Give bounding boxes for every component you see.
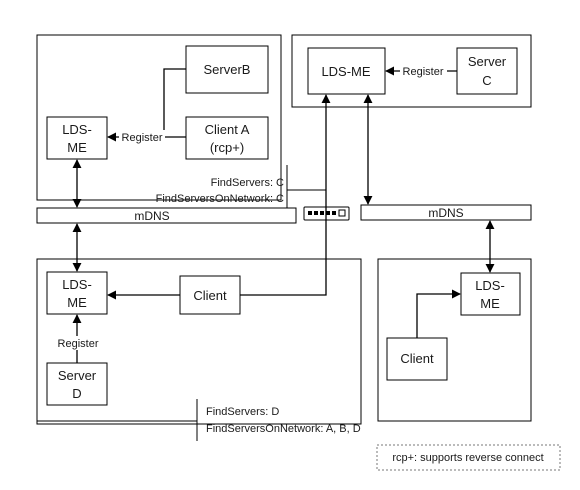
node-server-c-label-line2: C (482, 73, 491, 88)
group-box-top-left (36, 34, 282, 201)
network-switch-icon (303, 206, 350, 221)
node-lds-me-a-label-line1: LDS- (62, 122, 92, 137)
node-client-a (185, 116, 269, 160)
node-server-d (46, 362, 108, 406)
node-lds-me-a (46, 116, 108, 160)
node-client-e (386, 337, 448, 381)
edge-label-register-d: Register (58, 338, 99, 350)
node-lds-me-d-label-line2: ME (67, 295, 87, 310)
node-server-d-label-line1: Server (58, 368, 97, 383)
node-client-a-label-line1: Client A (205, 122, 250, 137)
group-box-top-right (291, 34, 532, 108)
group-box-bottom-right (377, 258, 532, 422)
node-lds-me-e-label-line1: LDS- (475, 278, 505, 293)
edge-label-register-c: Register (403, 66, 444, 78)
node-lds-me-c (307, 47, 386, 95)
node-lds-me-c-label: LDS-ME (321, 64, 370, 79)
node-client-mid-label: Client (193, 288, 227, 303)
node-server-d-label-line2: D (72, 386, 81, 401)
annotation-bottom-leader (36, 314, 197, 422)
mdns-bus-left-label: mDNS (134, 209, 169, 223)
node-server-b (185, 45, 269, 94)
node-client-e-label: Client (400, 351, 434, 366)
annotation-top-find-servers-on-network: FindServersOnNetwork: C (156, 193, 284, 205)
link-client-mid-to-switch (240, 190, 327, 296)
node-server-b-label: ServerB (204, 62, 251, 77)
node-lds-me-d (46, 271, 108, 315)
node-lds-me-e-label-line2: ME (480, 296, 500, 311)
node-lds-me-d-label-line1: LDS- (62, 277, 92, 292)
annotation-top-find-servers: FindServers: C (211, 177, 284, 189)
annotation-bottom-find-servers-on-network: FindServersOnNetwork: A, B, D (206, 423, 361, 435)
node-lds-me-e (460, 272, 521, 316)
node-server-c (456, 47, 518, 95)
edge-label-register-a: Register (122, 132, 163, 144)
node-server-c-label-line1: Server (468, 54, 507, 69)
node-lds-me-a-label-line2: ME (67, 140, 87, 155)
legend-rcp-plus: rcp+: supports reverse connect (392, 452, 543, 464)
mdns-bus-left (36, 207, 297, 224)
annotation-bottom-find-servers: FindServers: D (206, 406, 279, 418)
arrow-client-e-to-lds-me-e (416, 289, 461, 338)
connector-server-b-register (163, 68, 186, 137)
mdns-bus-right-label: mDNS (428, 206, 463, 220)
node-client-mid (179, 275, 241, 315)
node-client-a-label-line2: (rcp+) (210, 140, 244, 155)
mdns-bus-right (360, 204, 532, 221)
